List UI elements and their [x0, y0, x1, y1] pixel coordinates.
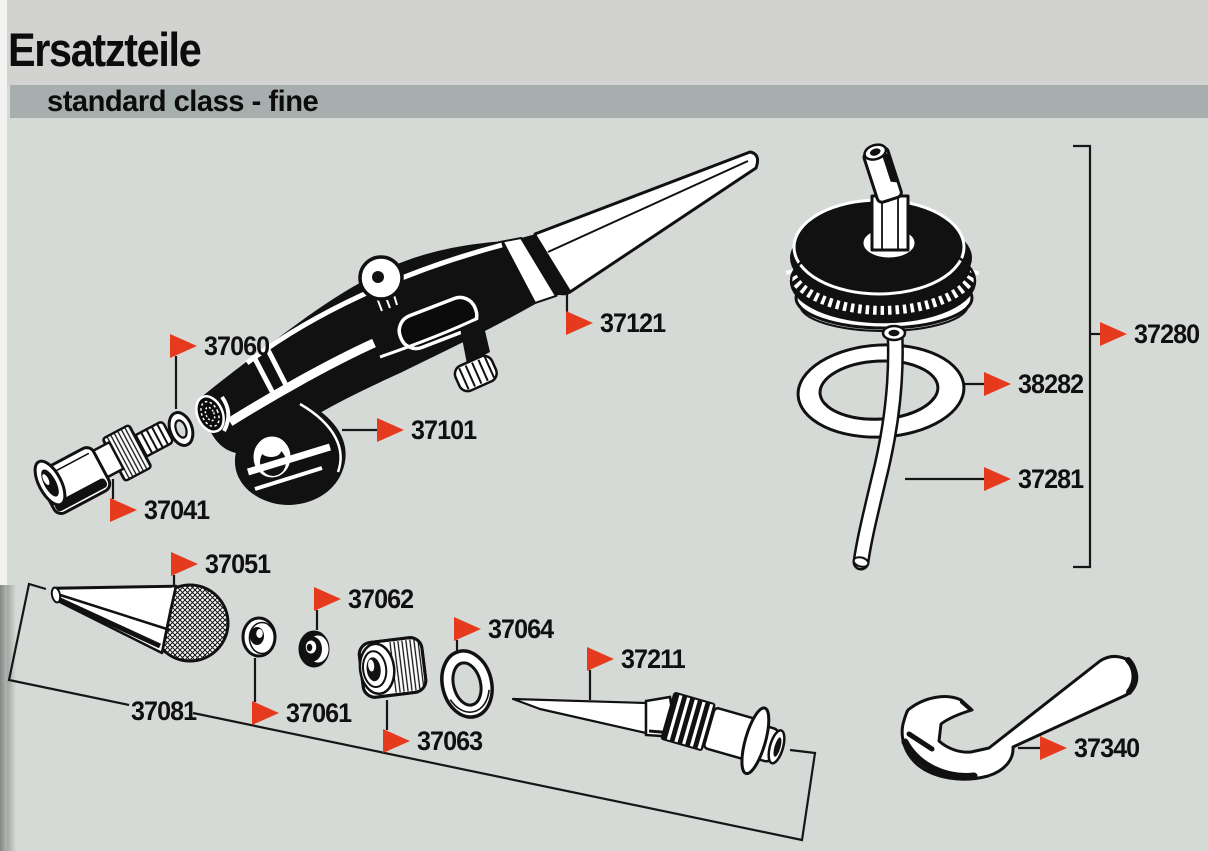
part-number: 38282 — [1018, 369, 1084, 399]
flag-marker-icon — [314, 587, 341, 611]
part-label-37064: 37064 — [454, 614, 558, 644]
part-number: 37062 — [348, 584, 414, 614]
part-number: 37051 — [205, 549, 271, 579]
flag-marker-icon — [110, 498, 137, 522]
grip-illustration — [234, 402, 346, 505]
flag-marker-icon — [171, 552, 198, 576]
part-number: 37280 — [1134, 319, 1200, 349]
flag-marker-icon — [1100, 322, 1127, 346]
seal-ring-illustration — [440, 649, 494, 719]
group-brackets — [7, 144, 1092, 842]
flag-marker-icon — [170, 334, 197, 358]
part-label-37340: 37340 — [1040, 733, 1144, 763]
page-subtitle: standard class - fine — [47, 85, 319, 118]
part-number: 37211 — [621, 644, 686, 674]
part-label-38282: 38282 — [984, 369, 1088, 399]
part-number: 37063 — [417, 726, 483, 756]
nut-illustration — [298, 630, 330, 668]
washer-illustration — [241, 616, 277, 658]
part-label-37051: 37051 — [171, 549, 275, 579]
part-number: 37340 — [1074, 733, 1140, 763]
flag-marker-icon — [984, 467, 1011, 491]
lid-spout-illustration — [862, 143, 903, 204]
part-label-37281: 37281 — [984, 464, 1088, 494]
part-label-37062: 37062 — [314, 584, 418, 614]
flag-marker-icon — [252, 701, 279, 725]
part-label-37211: 37211 — [587, 644, 690, 674]
wrench-illustration — [900, 654, 1139, 781]
part-number: 37281 — [1018, 464, 1084, 494]
part-number: 37101 — [411, 415, 477, 445]
flag-marker-icon — [984, 372, 1011, 396]
part-number: 37061 — [286, 698, 352, 728]
nozzle-set-bracket-left — [7, 582, 130, 707]
flag-marker-icon — [1040, 736, 1067, 760]
seal-washer-illustration — [167, 411, 195, 447]
trigger-illustration — [358, 255, 404, 315]
ring-nut-illustration — [357, 636, 428, 699]
flag-marker-icon — [377, 418, 404, 442]
header-background — [0, 0, 1208, 85]
airbrush-body-illustration — [195, 150, 759, 505]
part-label-37101: 37101 — [377, 415, 481, 445]
spray-regulator-illustration — [50, 583, 230, 663]
subtitle-bar — [10, 85, 1208, 118]
part-label-37041: 37041 — [110, 495, 214, 525]
gasket-illustration — [796, 343, 966, 439]
part-number: 37041 — [144, 495, 210, 525]
cup-lid-illustration — [785, 143, 980, 332]
flag-marker-icon — [587, 647, 614, 671]
part-label-37061: 37061 — [252, 698, 356, 728]
part-number: 37121 — [600, 308, 666, 338]
handle-illustration — [533, 150, 759, 296]
part-number: 37060 — [204, 331, 270, 361]
lid-assembly-bracket — [1073, 144, 1092, 569]
nozzle-set-bracket-right — [192, 711, 817, 842]
flag-marker-icon — [454, 617, 481, 641]
siphon-tube-illustration — [852, 324, 907, 571]
nozzle-opening-illustration — [195, 395, 225, 433]
part-number: 37081 — [131, 696, 197, 726]
part-label-37081: 37081 — [131, 696, 201, 726]
flag-marker-icon — [566, 311, 593, 335]
air-valve-illustration — [33, 421, 174, 515]
scan-edge-shadow — [0, 585, 16, 851]
part-label-37280: 37280 — [1100, 319, 1204, 349]
part-label-37063: 37063 — [383, 726, 487, 756]
page-left-margin — [0, 0, 7, 851]
needle-illustration — [511, 692, 786, 776]
part-number: 37064 — [488, 614, 554, 644]
part-label-37060: 37060 — [170, 331, 274, 361]
page-title: Ersatzteile — [8, 23, 202, 76]
flag-marker-icon — [383, 729, 410, 753]
part-label-37121: 37121 — [566, 308, 670, 338]
